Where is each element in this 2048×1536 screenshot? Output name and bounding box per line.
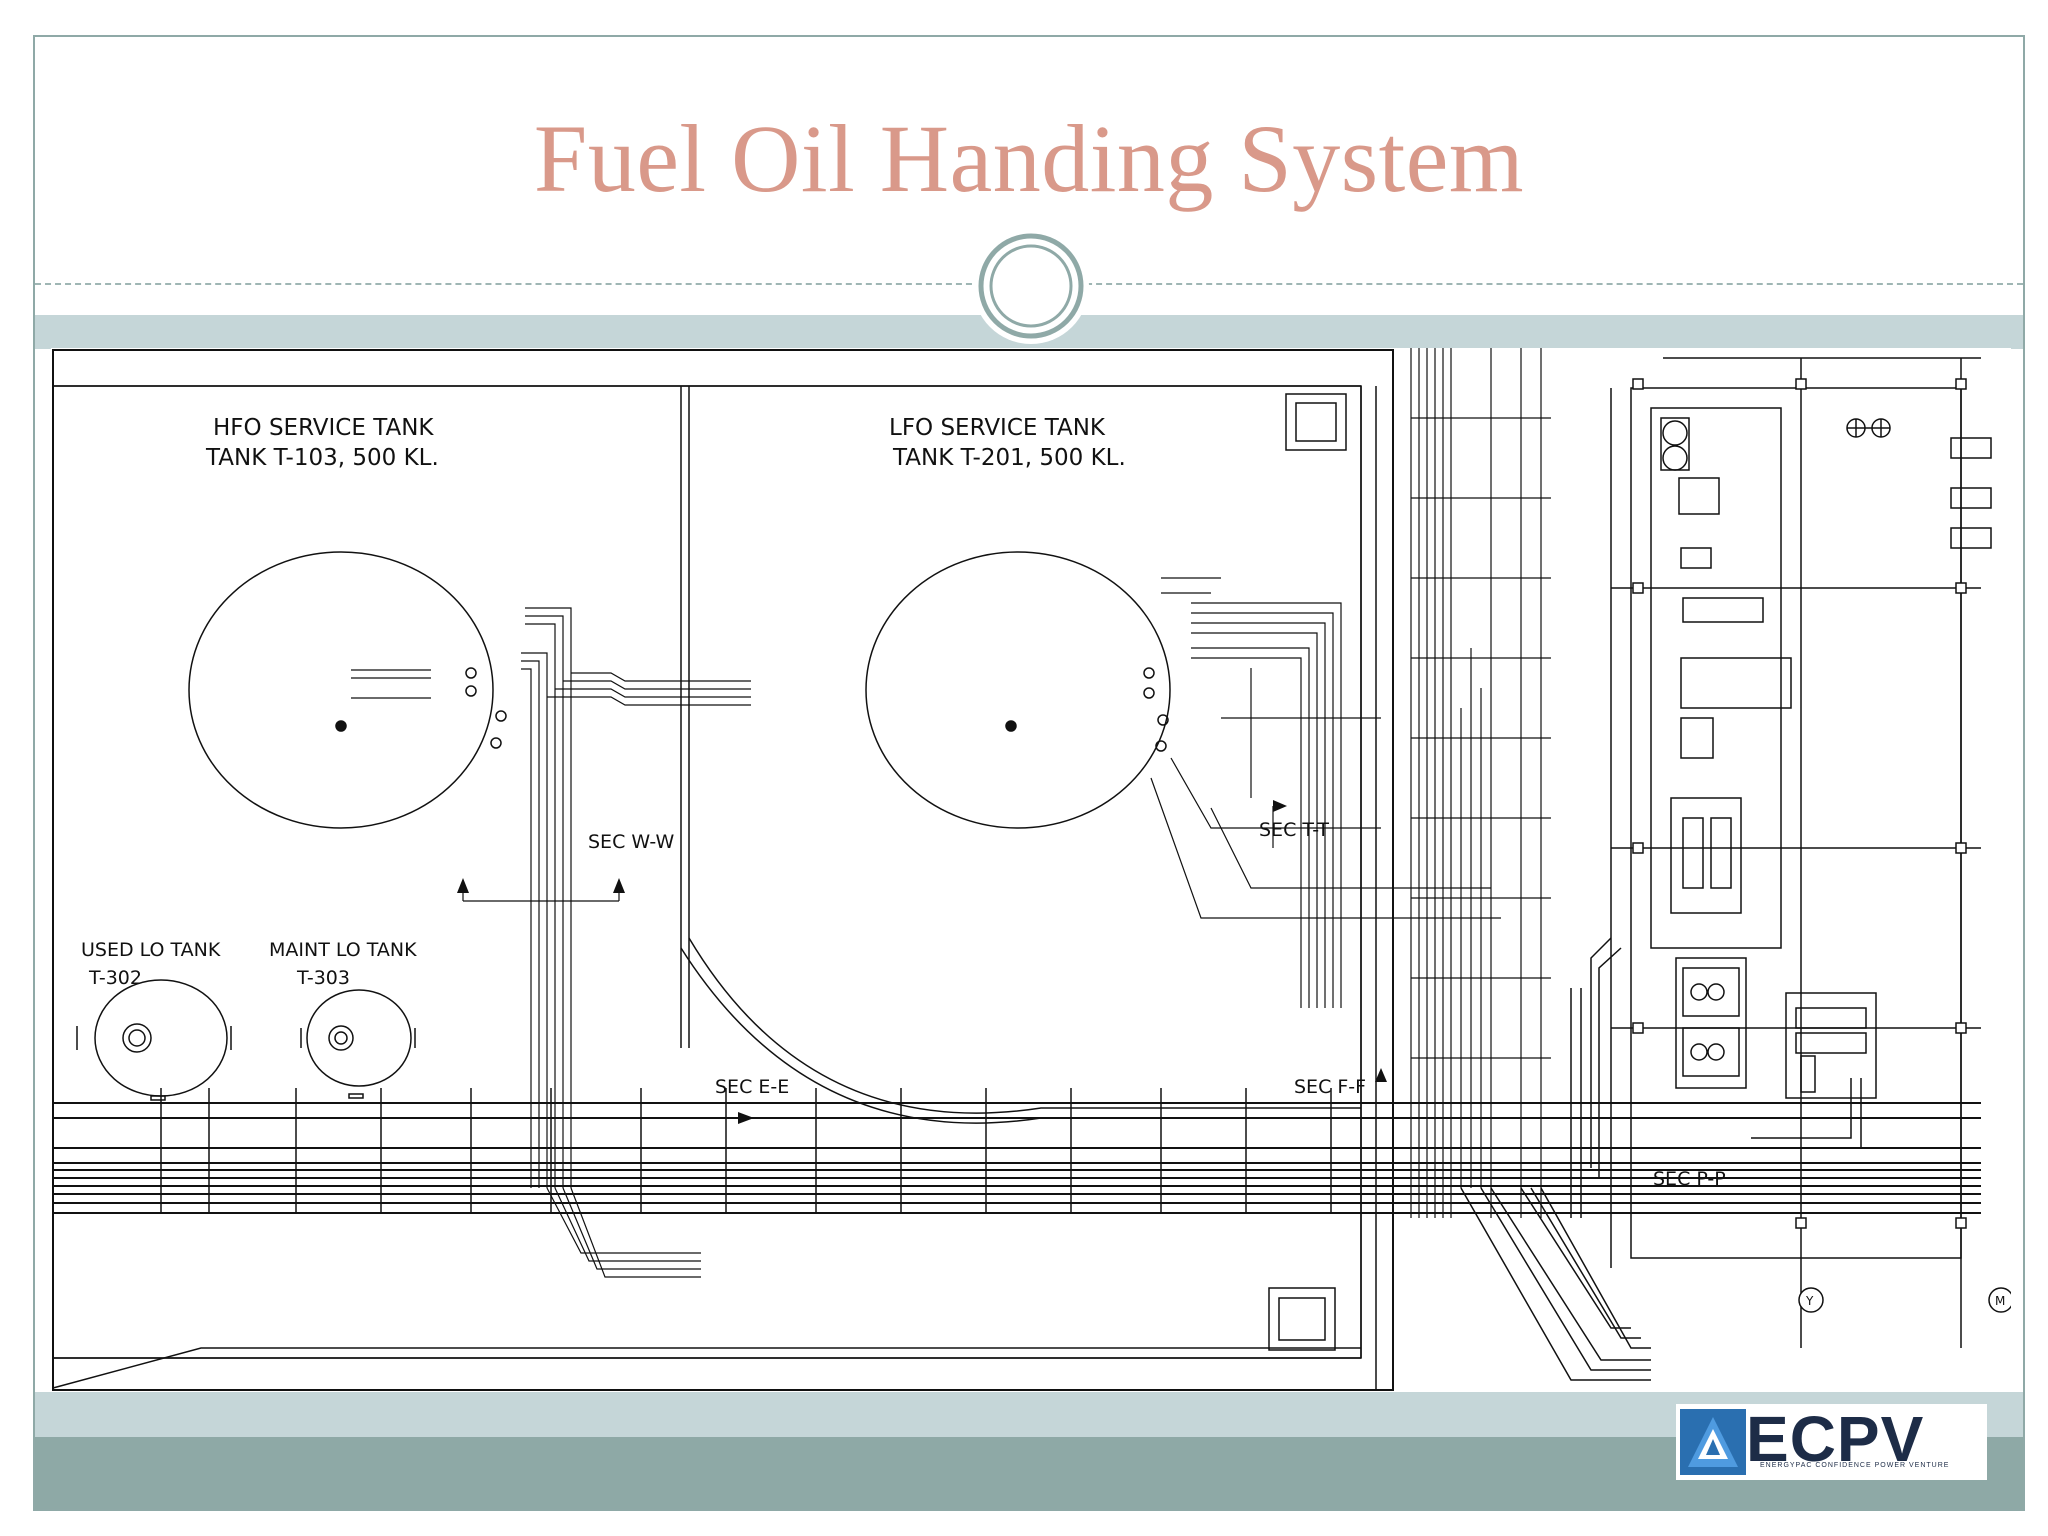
section-w-w-label: SEC W-W [588,831,674,853]
slide-title: Fuel Oil Handing System [533,105,1525,212]
maint-lo-tank-name: MAINT LO TANK [269,939,417,961]
drawing-canvas: Y M HFO SERVICE TANK TANK T-103, 500 [52,348,2011,1391]
ecpv-logo: ECPV ENERGYPAC CONFIDENCE POWER VENTURE [1676,1403,1987,1480]
maint-lo-tank-tag: T-303 [296,967,350,989]
slide: Fuel Oil Handing System [33,35,2025,1511]
ecpv-logo-text: ECPV [1746,1403,1925,1475]
piping-layout-drawing: Y M HFO SERVICE TANK TANK T-103, 500 [51,348,2011,1392]
section-t-t-label: SEC T-T [1259,819,1329,841]
grid-marker-y: Y [1805,1294,1814,1308]
section-e-e-label: SEC E-E [715,1076,789,1098]
lfo-tank-name: LFO SERVICE TANK [889,415,1106,441]
lfo-tank-circle [865,551,1171,829]
hfo-tank-spec: TANK T-103, 500 KL. [205,445,439,471]
hfo-tank-circle [188,551,507,829]
grid-marker-m: M [1995,1294,2005,1308]
section-p-p-label: SEC P-P [1653,1168,1726,1190]
hfo-tank-name: HFO SERVICE TANK [213,415,434,441]
maint-lo-tank-circle [300,989,416,1099]
lfo-tank-spec: TANK T-201, 500 KL. [892,445,1126,471]
used-lo-tank-circle [76,979,232,1101]
circle-ornament [973,228,1089,344]
ecpv-emblem-icon [1680,1409,1746,1475]
ecpv-logo-tagline: ENERGYPAC CONFIDENCE POWER VENTURE [1760,1462,1950,1469]
used-lo-tank-tag: T-302 [88,967,142,989]
used-lo-tank-name: USED LO TANK [81,939,221,961]
section-f-f-label: SEC F-F [1294,1076,1366,1098]
